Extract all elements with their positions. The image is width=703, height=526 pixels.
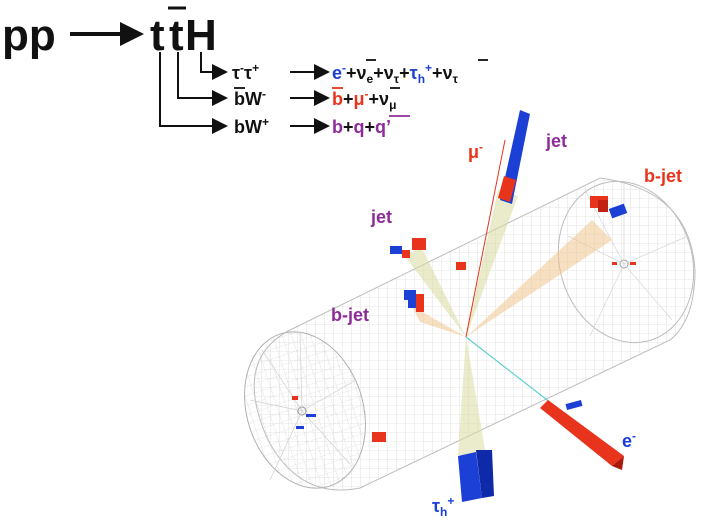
svg-text:bW+: bW+	[234, 115, 269, 137]
muon-track	[465, 139, 506, 338]
bjet-right-deposit-red-2	[598, 200, 608, 212]
top-quark-label: t	[150, 11, 165, 60]
mid-deposit-red	[456, 262, 466, 270]
jet-left-deposit-red	[412, 238, 426, 250]
top-decay-row: bW+ b+q+q’	[234, 115, 410, 137]
bjet-right-deposit-blue	[608, 203, 628, 219]
jet-cones	[404, 190, 612, 455]
far-end-mark-red-2	[612, 262, 617, 265]
svg-text:bW-: bW-	[234, 87, 266, 109]
particle-labels: μ- jet b-jet jet b-jet e- τh+	[331, 131, 682, 519]
jet-top-tower-red	[498, 176, 516, 202]
jet-left-cone	[404, 248, 466, 337]
electron-tower-red	[540, 400, 624, 466]
svg-text:b+q+q’: b+q+q’	[332, 117, 391, 137]
near-end-mark-blue-2	[296, 426, 304, 429]
far-end-cap	[557, 180, 695, 344]
initial-state-label: pp	[2, 11, 56, 60]
tau-cone	[458, 337, 486, 455]
bjet-right-cone	[466, 220, 612, 337]
connector-antitop	[177, 52, 228, 106]
jet-left-label: jet	[370, 207, 392, 227]
higgs-label: H	[185, 11, 217, 60]
bjet-right-label: b-jet	[644, 166, 682, 186]
near-cap-deposit-red	[372, 432, 386, 442]
bjet-left-deposit-red	[416, 294, 424, 312]
tau-h-label: τh+	[432, 494, 454, 519]
tau-tower-blue-2	[476, 450, 494, 498]
jet-top-cone	[466, 190, 518, 337]
far-end-mark-red	[630, 262, 636, 265]
near-end-mark-blue	[306, 414, 316, 417]
jet-left-deposit-red-2	[402, 250, 410, 258]
electron-track	[465, 336, 561, 411]
bjet-left-cone	[412, 306, 466, 337]
connector-top	[159, 52, 228, 134]
muon-label: μ-	[468, 140, 483, 162]
higgs-decay-row: τ-τ+ e-+νe+ντ+τh++ντ	[232, 59, 488, 86]
electron-deposit-blue	[565, 400, 583, 410]
bjet-left-deposit-blue	[404, 290, 416, 300]
bjet-left-label: b-jet	[331, 305, 369, 325]
process-title: pp t t H	[2, 6, 217, 60]
tau-tower-blue	[458, 452, 482, 502]
bjet-left-deposit-blue-2	[408, 300, 416, 308]
electron-tower-red-dark	[612, 456, 624, 470]
antitop-decay-row: bW- b+μ-+νμ	[234, 87, 400, 112]
jet-top-label: jet	[545, 131, 567, 151]
electron-label: e-	[622, 429, 636, 451]
tracks	[465, 139, 561, 411]
decay-connectors	[159, 52, 228, 134]
svg-text:b+μ-+νμ: b+μ-+νμ	[332, 87, 396, 112]
near-end-spokes	[249, 331, 357, 481]
svg-text:e-+νe+ντ+τh++ντ: e-+νe+ντ+τh++ντ	[332, 61, 459, 86]
energy-deposits	[292, 110, 636, 502]
near-end-mark-red	[292, 396, 298, 400]
svg-text:τ-τ+: τ-τ+	[232, 61, 259, 83]
jet-left-deposit-blue	[390, 246, 402, 254]
anti-top-quark-label: t	[169, 11, 184, 60]
connector-higgs	[200, 52, 228, 80]
